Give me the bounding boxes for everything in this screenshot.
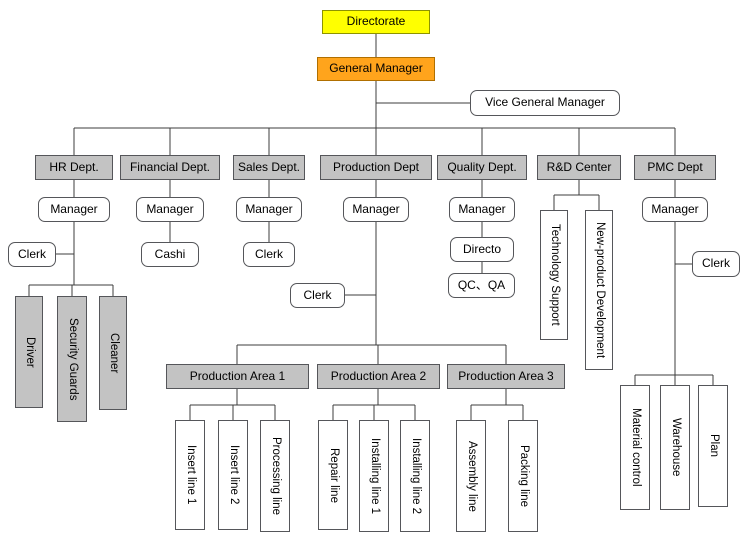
node-production-area-3: Production Area 3 (447, 364, 565, 389)
node-driver: Driver (15, 296, 43, 408)
node-security-guards: Security Guards (57, 296, 87, 422)
node-installing-line-2: Installing line 2 (400, 420, 430, 532)
node-cleaner: Cleaner (99, 296, 127, 410)
node-packing-line: Packing line (508, 420, 538, 532)
node-technology-support: Technology Support (540, 210, 568, 340)
node-financial-dept: Financial Dept. (120, 155, 220, 180)
node-sales-clerk: Clerk (243, 242, 295, 267)
node-repair-line: Repair line (318, 420, 348, 530)
node-production-area-1: Production Area 1 (166, 364, 309, 389)
node-quality-dept: Quality Dept. (437, 155, 527, 180)
node-cashier: Cashi (141, 242, 199, 267)
node-pmc-dept: PMC Dept (634, 155, 716, 180)
node-sales-dept: Sales Dept. (233, 155, 305, 180)
node-quality-director: Directo (450, 237, 514, 262)
node-production-dept: Production Dept (320, 155, 432, 180)
node-hr-clerk: Clerk (8, 242, 56, 267)
node-new-product-development: New-product Development (585, 210, 613, 370)
node-production-area-2: Production Area 2 (317, 364, 440, 389)
node-sales-manager: Manager (236, 197, 302, 222)
node-warehouse: Warehouse (660, 385, 690, 510)
node-hr-dept: HR Dept. (35, 155, 113, 180)
node-hr-manager: Manager (38, 197, 110, 222)
node-qc-qa: QC、QA (448, 273, 515, 298)
node-installing-line-1: Installing line 1 (359, 420, 389, 532)
node-production-manager: Manager (343, 197, 409, 222)
node-directorate: Directorate (322, 10, 430, 34)
node-processing-line: Processing line (260, 420, 290, 532)
node-vice-general-manager: Vice General Manager (470, 90, 620, 116)
node-production-clerk: Clerk (290, 283, 345, 308)
node-quality-manager: Manager (449, 197, 515, 222)
node-insert-line-1: Insert line 1 (175, 420, 205, 530)
node-rd-center: R&D Center (537, 155, 621, 180)
node-pmc-manager: Manager (642, 197, 708, 222)
node-assembly-line: Assembly line (456, 420, 486, 532)
node-pmc-clerk: Clerk (692, 251, 740, 277)
node-insert-line-2: Insert line 2 (218, 420, 248, 530)
node-plan: Plan (698, 385, 728, 507)
node-general-manager: General Manager (317, 57, 435, 81)
node-financial-manager: Manager (136, 197, 204, 222)
node-material-control: Material control (620, 385, 650, 510)
